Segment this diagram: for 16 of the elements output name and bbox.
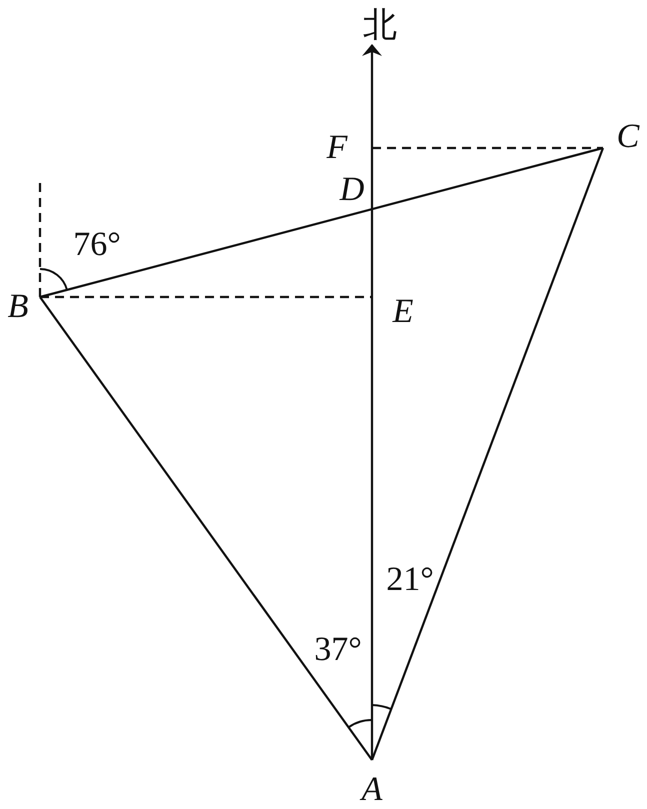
- line-segment: [40, 146, 604, 298]
- angle-label: 76°: [73, 228, 121, 262]
- direction-label: 北: [363, 9, 397, 43]
- line-segment: [39, 296, 373, 761]
- point-label: F: [326, 131, 348, 165]
- north-arrow: [362, 44, 382, 760]
- point-label: A: [362, 773, 382, 807]
- line-segment: [370, 148, 604, 760]
- dashed-line: [372, 146, 603, 150]
- point-label: D: [340, 173, 364, 207]
- point-label: B: [8, 290, 28, 324]
- angle-label: 37°: [314, 633, 362, 667]
- point-label: C: [616, 120, 640, 154]
- dashed-line: [40, 296, 372, 298]
- point-label: E: [392, 295, 414, 329]
- angle-label: 21°: [386, 563, 434, 597]
